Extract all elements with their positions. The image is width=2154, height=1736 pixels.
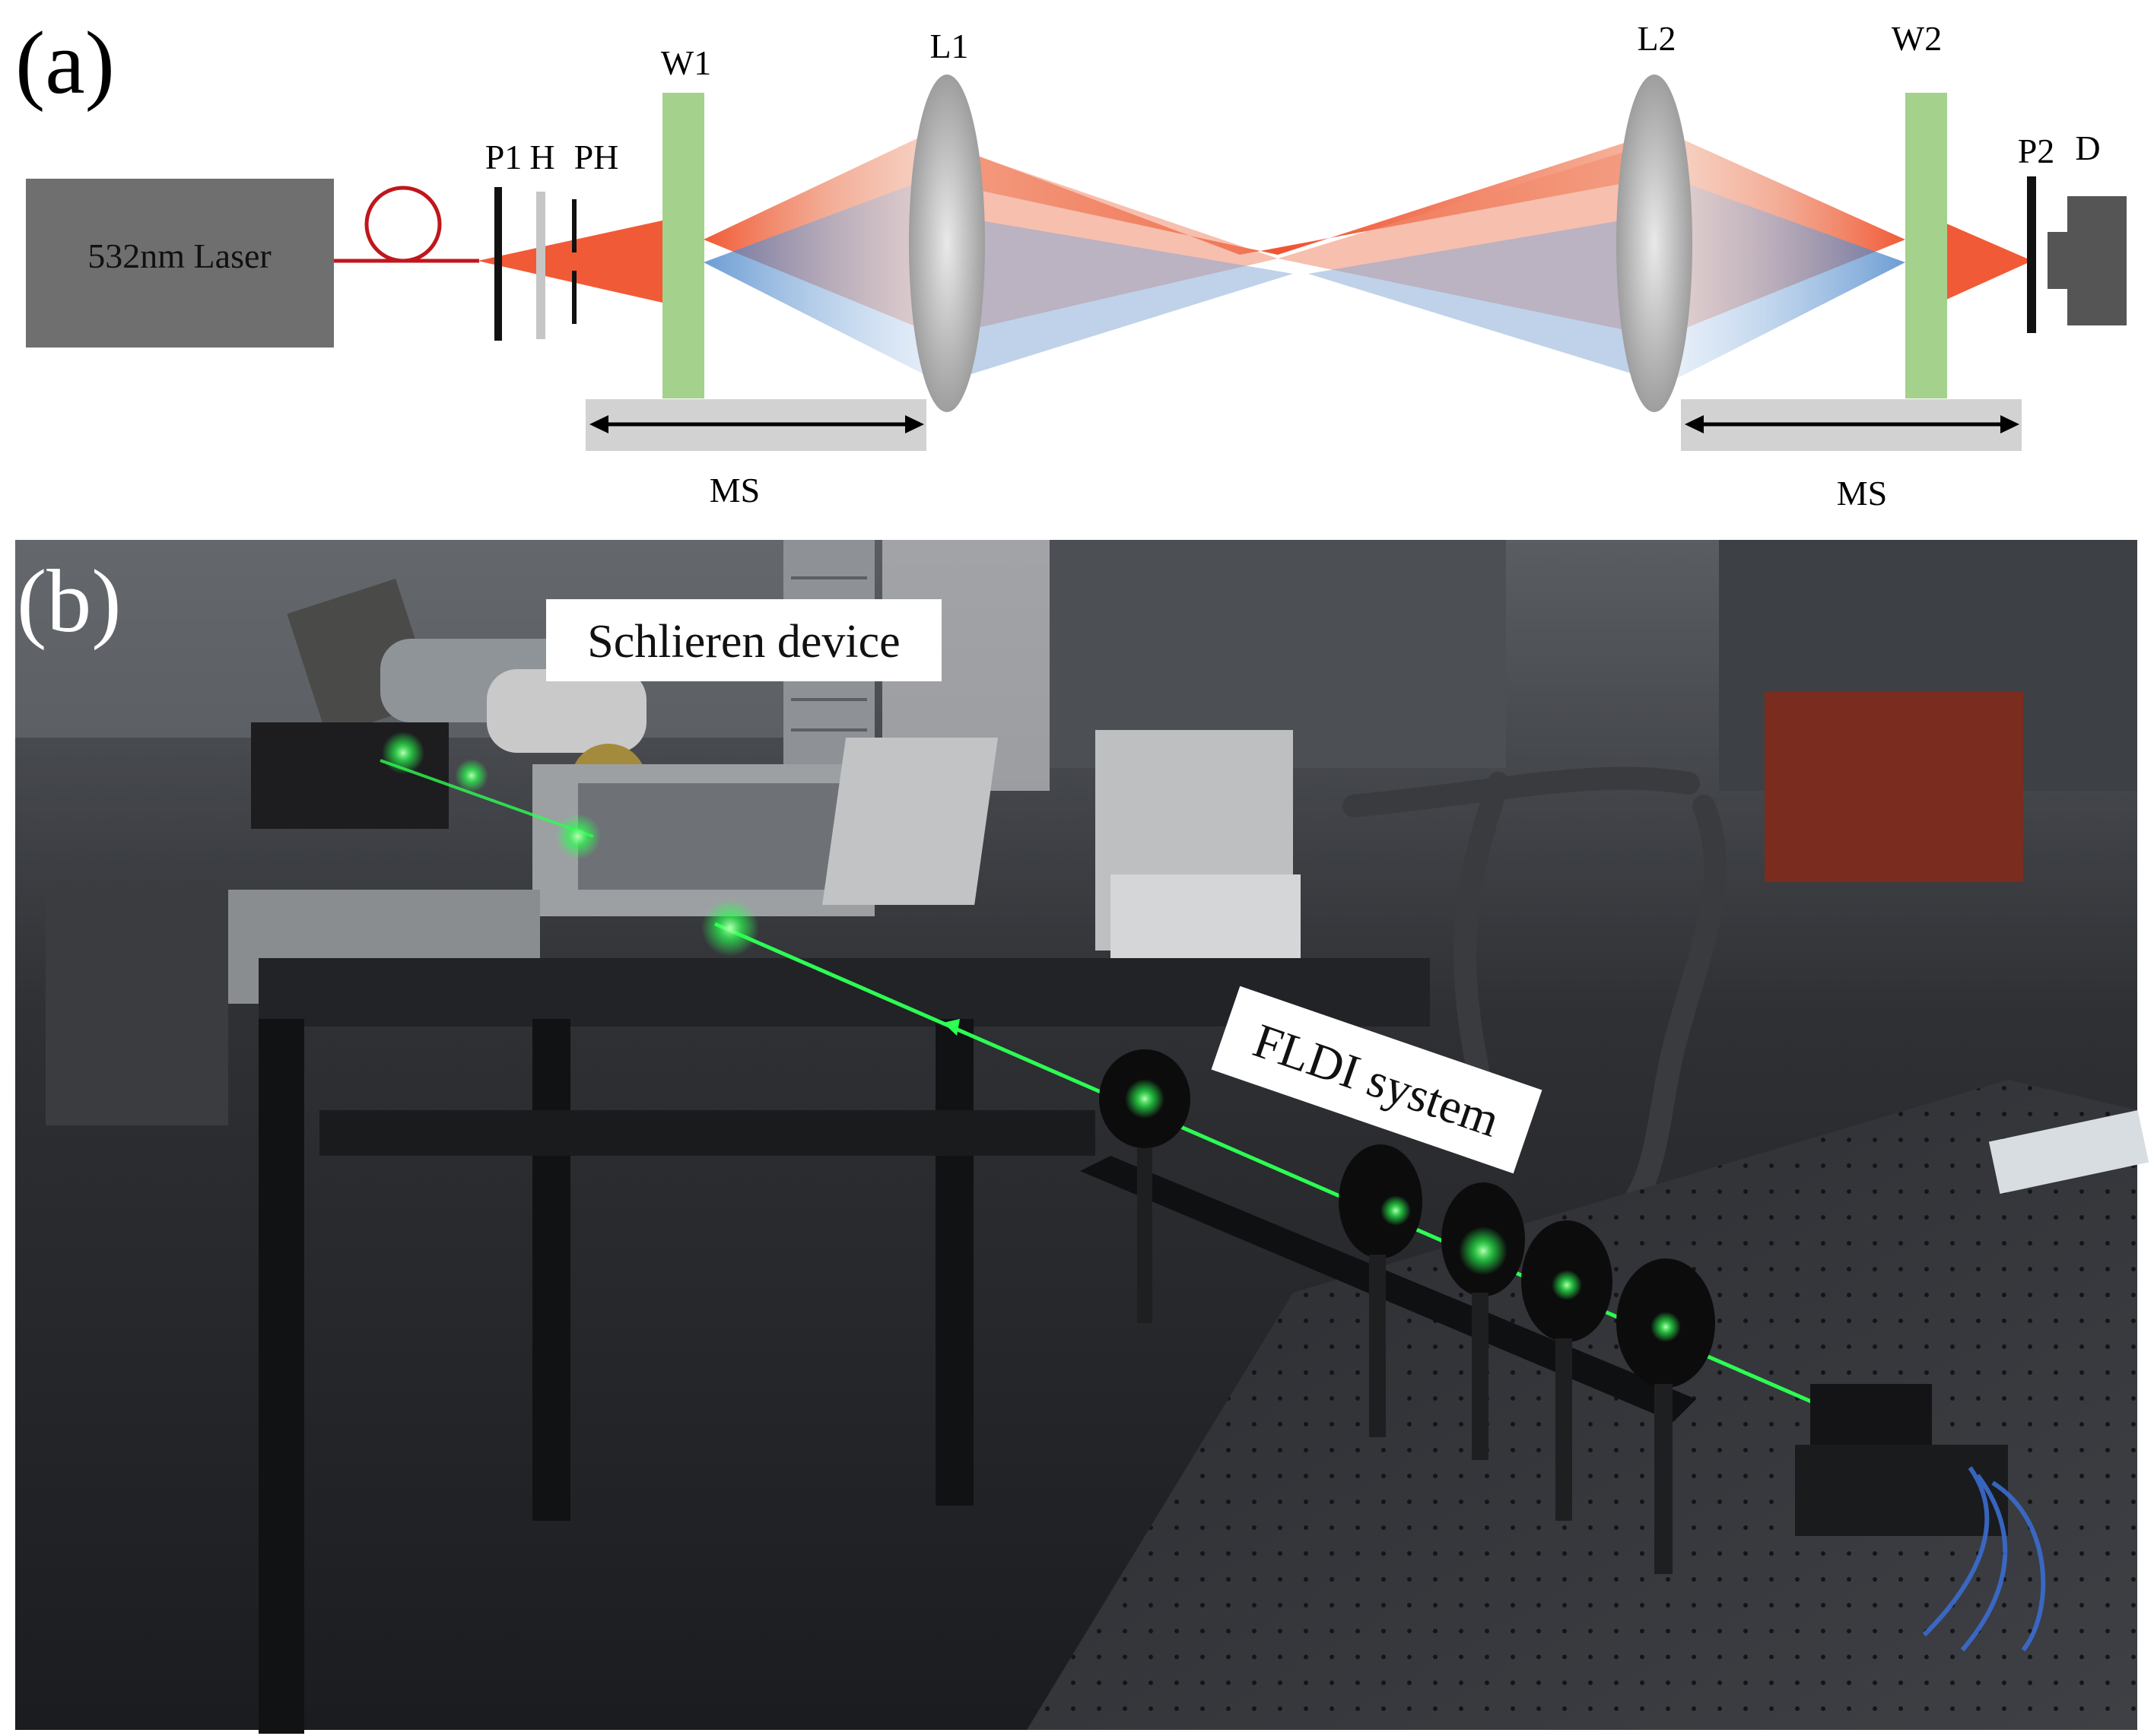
- optical-table-holes: [1027, 1080, 2137, 1730]
- label-l2: L2: [1637, 19, 1676, 58]
- label-ms-left: MS: [710, 471, 760, 509]
- panel-a-label: (a): [15, 13, 115, 113]
- ms-arrow-right: [1685, 415, 2019, 433]
- wollaston-w2: [1905, 93, 1947, 398]
- schlieren-beam: [380, 759, 594, 838]
- beam-blue-left: [704, 179, 943, 384]
- beam-blue-cross-right: [1308, 213, 1666, 384]
- label-l1: L1: [929, 27, 968, 65]
- output-beam: [1940, 221, 2032, 303]
- polarizer-p2: [2027, 176, 2036, 333]
- callout-schlieren-text: Schlieren device: [587, 616, 900, 668]
- lens-l1: [909, 75, 985, 412]
- laser-box: [26, 179, 334, 348]
- label-ms-right: MS: [1837, 474, 1887, 513]
- red-equipment: [1765, 692, 2023, 882]
- label-d: D: [2075, 129, 2100, 167]
- optic-mounts: [1099, 1049, 2008, 1574]
- label-p2: P2: [2018, 132, 2055, 170]
- optical-rail: [1080, 1156, 1696, 1422]
- fiber-coupling: [334, 186, 479, 263]
- label-w2: W2: [1892, 19, 1942, 58]
- label-p1: P1: [485, 138, 523, 176]
- lab-table: [259, 958, 1430, 1734]
- detector-aperture: [2048, 232, 2069, 289]
- callout-schlieren: Schlieren device: [546, 599, 942, 681]
- label-ph: PH: [574, 138, 619, 176]
- ms-arrow-left: [589, 415, 924, 433]
- pinhole: [572, 199, 577, 324]
- half-wave-plate: [536, 192, 545, 339]
- input-beam: [478, 219, 669, 304]
- beam-blue-right: [1666, 179, 1905, 384]
- label-h: H: [529, 138, 554, 176]
- lab-photo-panel-b: Schlieren device FLDI system (b): [15, 540, 2149, 1734]
- polarizer-p1: [494, 187, 502, 341]
- beam-blue-cross-main: [936, 213, 1293, 384]
- beam-direction-arrow: [943, 1019, 960, 1036]
- blue-cables: [1922, 1466, 2046, 1652]
- lens-l2: [1616, 75, 1692, 412]
- detector-d: [2067, 196, 2127, 325]
- beam-glows: [382, 732, 1681, 1342]
- power-strip: [1988, 1109, 2149, 1195]
- wollaston-w1: [662, 93, 704, 398]
- panel-b-label: (b): [17, 551, 122, 651]
- hoses: [1342, 766, 1727, 1228]
- label-w1: W1: [661, 43, 711, 82]
- schlieren-mount: [251, 578, 647, 829]
- schematic-panel-a: (a) 532nm Laser: [15, 13, 2127, 513]
- laser-label: 532nm Laser: [87, 236, 271, 275]
